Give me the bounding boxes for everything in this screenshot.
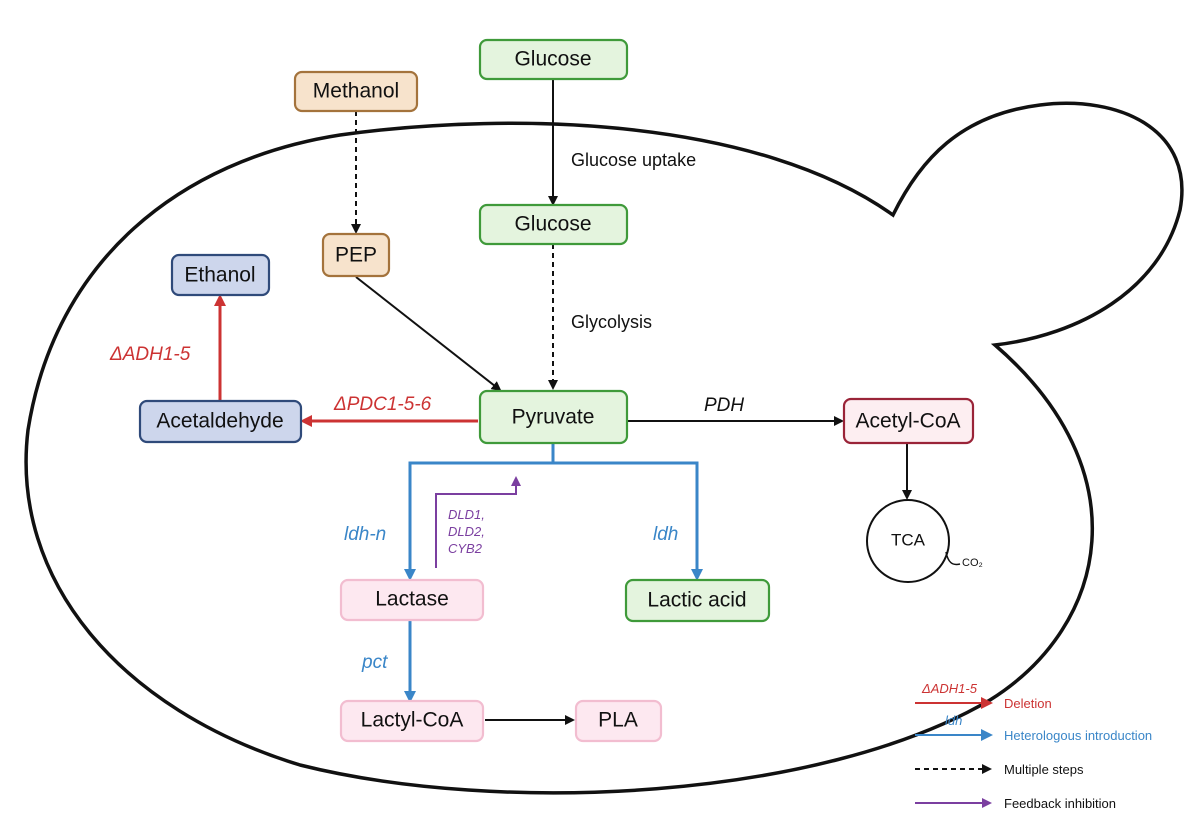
- arrow-pep-pyruvate: [355, 276, 502, 392]
- node-lactase-label: Lactase: [375, 588, 449, 611]
- node-acetaldehyde: Acetaldehyde: [138, 399, 303, 444]
- co2-release-curve: [945, 551, 961, 566]
- node-methanol: Methanol: [293, 70, 419, 113]
- yeast-cell-outline: [24, 101, 1184, 795]
- node-pep-label: PEP: [335, 244, 377, 267]
- label-glycolysis: Glycolysis: [571, 312, 652, 332]
- label-ldh: ldh: [653, 524, 678, 545]
- label-cyb2: CYB2: [448, 541, 483, 556]
- label-pdc-deletion: ΔPDC1-5-6: [333, 394, 432, 415]
- node-pyruvate: Pyruvate: [478, 389, 629, 445]
- node-lactic-acid: Lactic acid: [624, 578, 771, 623]
- co2-label: CO₂: [962, 557, 983, 569]
- node-glucose-outside: Glucose: [478, 38, 629, 81]
- legend-multiple-steps-label: Multiple steps: [1004, 762, 1084, 777]
- label-dld2: DLD2,: [448, 524, 485, 539]
- node-acetaldehyde-label: Acetaldehyde: [156, 410, 283, 433]
- legend: ΔADH1-5 Deletion ldh Heterologous introd…: [915, 681, 1152, 811]
- label-pct: pct: [361, 652, 388, 673]
- node-glucose-inside: Glucose: [478, 203, 629, 246]
- node-ethanol: Ethanol: [170, 253, 271, 297]
- legend-feedback-label: Feedback inhibition: [1004, 796, 1116, 811]
- node-glucose-outside-label: Glucose: [514, 48, 591, 71]
- label-dld1: DLD1,: [448, 507, 485, 522]
- node-acetyl-coa-label: Acetyl-CoA: [855, 410, 960, 433]
- legend-deletion-label: Deletion: [1004, 696, 1052, 711]
- node-tca-label: TCA: [891, 530, 926, 549]
- node-lactyl-coa: Lactyl-CoA: [339, 699, 485, 743]
- node-methanol-label: Methanol: [313, 80, 399, 103]
- node-pep: PEP: [321, 232, 391, 278]
- node-ethanol-label: Ethanol: [184, 264, 255, 287]
- node-glucose-inside-label: Glucose: [514, 213, 591, 236]
- node-lactic-acid-label: Lactic acid: [647, 589, 746, 612]
- legend-heterologous-label: Heterologous introduction: [1004, 728, 1152, 743]
- label-glucose-uptake: Glucose uptake: [571, 150, 696, 170]
- node-tca: TCA CO₂: [866, 499, 983, 583]
- node-lactase: Lactase: [339, 578, 485, 622]
- node-pla: PLA: [574, 699, 663, 743]
- arrow-ldh-n: [404, 444, 555, 581]
- label-pdh: PDH: [704, 395, 744, 416]
- legend-heterologous-gene: ldh: [945, 713, 962, 728]
- node-acetyl-coa: Acetyl-CoA: [842, 397, 975, 445]
- node-lactyl-coa-label: Lactyl-CoA: [361, 709, 464, 732]
- arrow-feedback-inhibition: [435, 476, 521, 568]
- arrow-ldh: [553, 461, 703, 581]
- legend-deletion-gene: ΔADH1-5: [921, 681, 978, 696]
- node-pyruvate-label: Pyruvate: [512, 406, 595, 429]
- label-ldh-n: ldh-n: [344, 524, 386, 545]
- node-pla-label: PLA: [598, 709, 638, 732]
- label-adh-deletion: ΔADH1-5: [109, 344, 191, 365]
